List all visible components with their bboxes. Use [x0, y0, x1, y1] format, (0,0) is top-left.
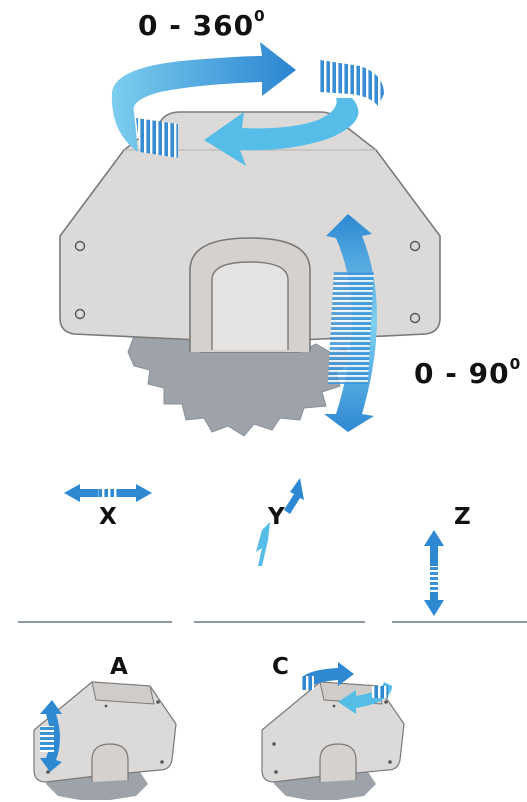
- rotation-range-label: 0 - 3600: [138, 8, 266, 42]
- screw: [74, 240, 86, 252]
- saw-z: [392, 530, 527, 623]
- screw: [409, 312, 421, 324]
- saw-x: [18, 484, 172, 623]
- tilt-degree-mark: 0: [509, 355, 522, 374]
- tilt-range-text: 0 - 90: [414, 357, 510, 390]
- main-saw: [59, 111, 441, 437]
- x-arrow-icon: [64, 484, 152, 502]
- tilt-range-label: 0 - 900: [414, 356, 521, 390]
- saw-c: [261, 662, 405, 800]
- tilt-arrow-icon: [324, 214, 377, 432]
- screw: [74, 308, 86, 320]
- screw: [409, 240, 421, 252]
- main-saw-arch-inner: [211, 261, 289, 350]
- axis-label-x: X: [99, 504, 117, 530]
- rotation-degree-mark: 0: [254, 7, 266, 26]
- z-arrow-icon: [424, 530, 444, 616]
- saw-a: [33, 681, 177, 800]
- c-arrow-icon: [300, 662, 392, 714]
- saw-y: [194, 478, 365, 623]
- axis-label-z: Z: [454, 504, 471, 530]
- rotation-range-text: 0 - 360: [138, 9, 255, 42]
- a-arrow-icon: [40, 700, 62, 772]
- rotation-arrow-icon: [111, 42, 384, 166]
- y-arrow-icon: [256, 478, 304, 566]
- axis-label-c: C: [272, 654, 289, 680]
- axis-label-a: A: [110, 654, 128, 680]
- axis-label-y: Y: [268, 504, 285, 530]
